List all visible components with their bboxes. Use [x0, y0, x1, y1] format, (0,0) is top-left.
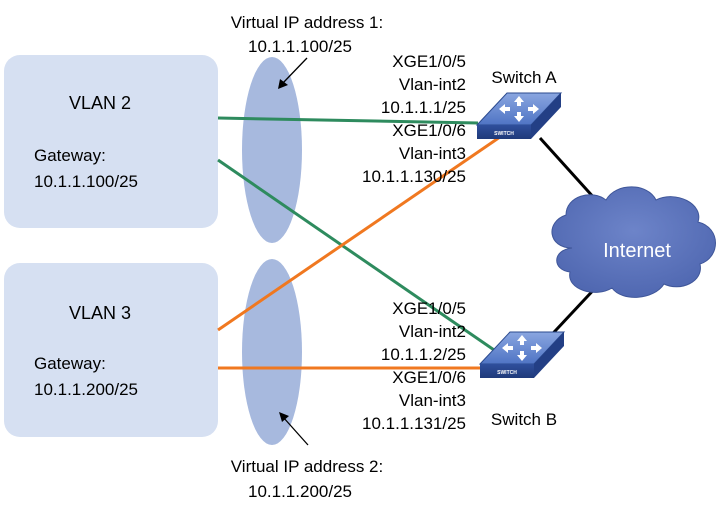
internet-cloud: Internet — [551, 186, 716, 298]
switch-a-ip2: 10.1.1.130/25 — [362, 167, 466, 186]
vlan2-area — [4, 55, 218, 228]
switch-b-vlan-if2: Vlan-int3 — [399, 391, 466, 410]
vip2-label: Virtual IP address 2: — [231, 457, 383, 476]
vip1-ip: 10.1.1.100/25 — [248, 37, 352, 56]
switch-a-if2: XGE1/0/6 — [392, 121, 466, 140]
vlan2-gateway-label: Gateway: — [34, 146, 106, 165]
link-vlan2-switch-b — [217, 158, 498, 354]
switch-b-name: Switch B — [491, 410, 557, 429]
vip2-ip: 10.1.1.200/25 — [248, 482, 352, 501]
vip1-arrow — [278, 57, 308, 89]
switch-a-ip1: 10.1.1.1/25 — [381, 98, 466, 117]
vip2-arrow — [279, 412, 309, 446]
switch-b-ip2: 10.1.1.131/25 — [362, 414, 466, 433]
switch-a-name: Switch A — [491, 68, 557, 87]
svg-text:SWITCH: SWITCH — [494, 131, 514, 137]
link-vlan2-switch-a — [217, 116, 479, 125]
vlan3-gateway-label: Gateway: — [34, 354, 106, 373]
svg-text:SWITCH: SWITCH — [497, 370, 517, 376]
switch-b-vlan-if1: Vlan-int2 — [399, 322, 466, 341]
vlan2-gateway-ip: 10.1.1.100/25 — [34, 172, 138, 191]
vlan3-gateway-ip: 10.1.1.200/25 — [34, 380, 138, 399]
vlan3-title: VLAN 3 — [69, 303, 131, 323]
switch-b-ip1: 10.1.1.2/25 — [381, 345, 466, 364]
vip1-label: Virtual IP address 1: — [231, 13, 383, 32]
vlan3-area — [4, 263, 218, 437]
internet-label: Internet — [603, 240, 671, 262]
switch-a-vlan-if2: Vlan-int3 — [399, 144, 466, 163]
vip1-ellipse — [242, 57, 302, 243]
switch-b-if1: XGE1/0/5 — [392, 299, 466, 318]
vip2-ellipse — [242, 259, 302, 445]
link-vlan3-switch-a — [217, 135, 501, 332]
switch-a-icon: SWITCH — [475, 92, 563, 139]
switch-b-if2: XGE1/0/6 — [392, 368, 466, 387]
switch-a-vlan-if1: Vlan-int2 — [399, 75, 466, 94]
switch-a-if1: XGE1/0/5 — [392, 52, 466, 71]
switch-b-icon: SWITCH — [478, 331, 566, 378]
vlan2-title: VLAN 2 — [69, 93, 131, 113]
